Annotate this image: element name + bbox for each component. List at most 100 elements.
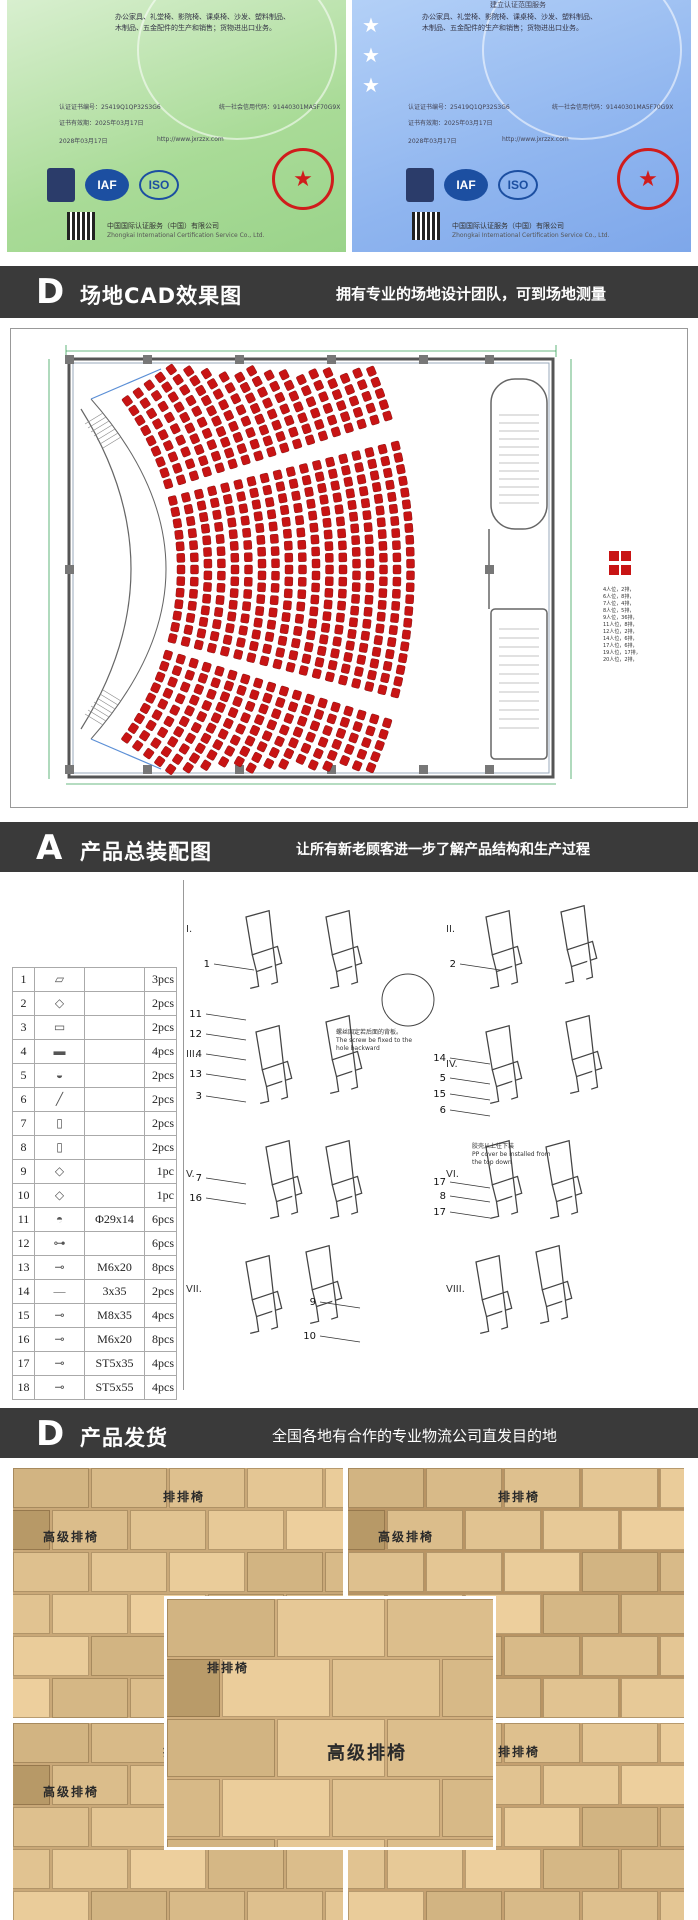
seat xyxy=(244,552,253,562)
seat xyxy=(236,685,247,696)
seat xyxy=(327,749,338,761)
seat xyxy=(351,594,360,604)
seat xyxy=(321,506,331,517)
column xyxy=(485,355,494,364)
part-number: 3 xyxy=(12,1015,35,1040)
seat xyxy=(212,619,222,630)
seat xyxy=(234,371,246,383)
seat xyxy=(200,605,210,616)
seat xyxy=(187,528,197,539)
seat xyxy=(284,564,294,575)
part-number: 18 xyxy=(12,1375,35,1400)
chair-drawing xyxy=(265,1139,303,1220)
seat xyxy=(366,365,377,377)
seat xyxy=(400,487,410,498)
seat xyxy=(378,728,389,740)
cert-site: http://www.jxrzzx.com xyxy=(502,136,569,143)
seat xyxy=(277,493,288,504)
carton-box xyxy=(13,1891,89,1920)
seat xyxy=(334,624,344,635)
seat xyxy=(385,649,395,660)
stage-side-top xyxy=(90,368,162,400)
seat xyxy=(365,546,375,557)
part-qty: 1pc xyxy=(144,1159,177,1184)
seat xyxy=(157,726,169,738)
seat xyxy=(401,499,412,510)
seat xyxy=(256,535,266,545)
seat xyxy=(249,689,260,701)
seat xyxy=(184,705,195,717)
seat xyxy=(266,681,277,693)
seat xyxy=(314,657,325,668)
carton-box xyxy=(208,1849,284,1889)
seat xyxy=(257,558,267,569)
seat xyxy=(145,435,157,447)
seat xyxy=(306,630,316,641)
seat xyxy=(393,676,403,687)
seat xyxy=(191,405,203,417)
stage-edge xyxy=(80,408,132,730)
seat xyxy=(139,730,151,742)
iso-logo: ISO xyxy=(498,170,538,200)
seat xyxy=(195,384,207,397)
seat xyxy=(210,677,221,689)
seat xyxy=(301,704,312,716)
seat xyxy=(318,391,329,403)
carton-box xyxy=(52,1678,128,1718)
seat xyxy=(152,418,163,430)
seat xyxy=(244,735,256,747)
seat xyxy=(338,588,347,599)
seat xyxy=(223,494,233,505)
seat xyxy=(184,669,195,681)
seat xyxy=(317,697,328,709)
seat xyxy=(297,577,307,587)
stage-side-bottom xyxy=(90,738,162,770)
seat xyxy=(243,540,253,550)
carton-box xyxy=(91,1636,167,1676)
seat xyxy=(271,558,280,569)
seat xyxy=(157,698,169,710)
seat xyxy=(216,546,226,557)
seat xyxy=(172,374,184,386)
seat xyxy=(244,564,253,575)
seat xyxy=(178,743,190,755)
seat xyxy=(262,397,273,409)
seat xyxy=(393,452,404,463)
seat xyxy=(382,410,393,422)
seat xyxy=(185,612,196,623)
seat xyxy=(230,393,241,405)
carton-box xyxy=(247,1552,323,1592)
seat xyxy=(210,712,222,724)
legend-line: 4人位，2排， xyxy=(603,586,634,593)
callout-line xyxy=(449,1077,491,1085)
seat xyxy=(227,517,237,528)
seat xyxy=(171,665,182,677)
seat xyxy=(371,646,382,657)
seat xyxy=(128,404,140,417)
column xyxy=(485,765,494,774)
seat xyxy=(265,497,275,508)
seat xyxy=(150,737,162,749)
table-row: 7▯2pcs xyxy=(12,1111,177,1136)
carton-box xyxy=(621,1765,684,1805)
carton-box xyxy=(426,1552,502,1592)
step-label: VII. xyxy=(186,1284,202,1295)
seat xyxy=(214,521,224,532)
seat xyxy=(190,552,199,563)
seat xyxy=(305,731,316,743)
legend-line: 14人位，6排， xyxy=(603,635,638,642)
seat xyxy=(404,523,414,533)
seat xyxy=(283,379,295,391)
seat xyxy=(364,681,375,692)
carton-box xyxy=(91,1807,167,1847)
part-spec xyxy=(84,1063,145,1088)
seat xyxy=(363,522,373,533)
seat xyxy=(301,475,312,486)
seat xyxy=(338,674,348,686)
carton-box xyxy=(582,1468,658,1508)
seat xyxy=(340,663,351,674)
cad-legend: 4人位，2排，6人位，8排，7人位，4排，8人位，5排，9人位，36排，11人位… xyxy=(603,551,641,663)
part-qty: 4pcs xyxy=(144,1303,177,1328)
